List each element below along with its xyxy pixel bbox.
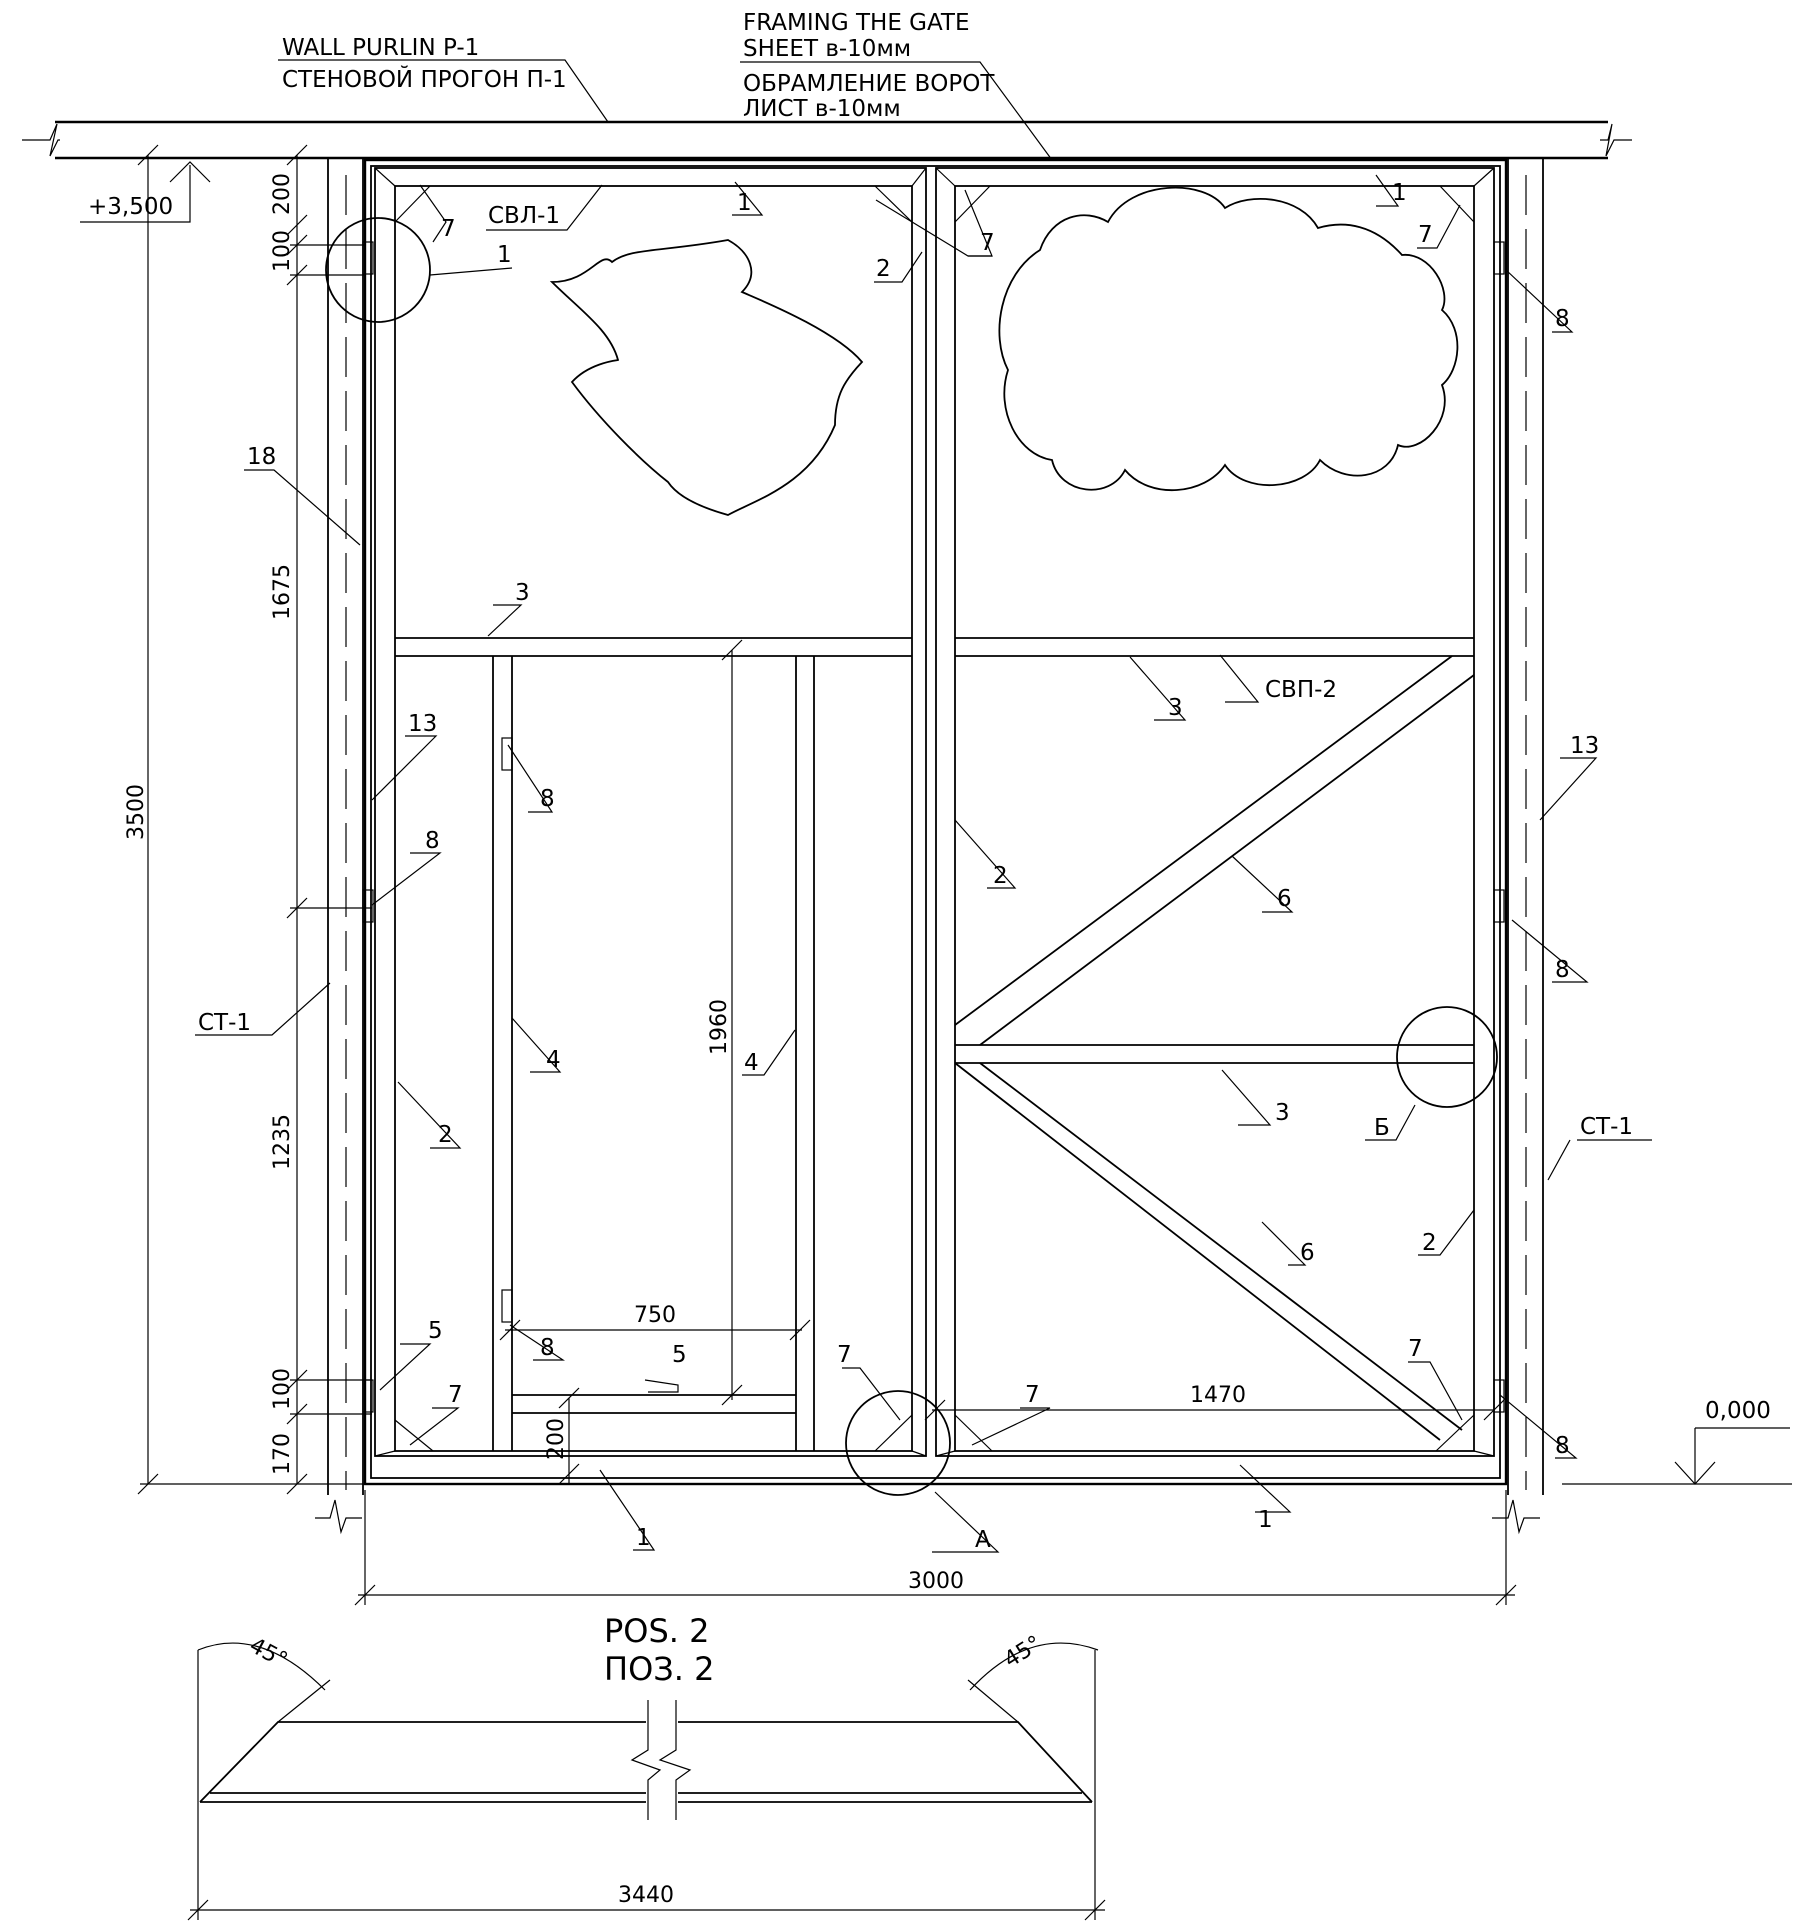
mark-1e: 1 xyxy=(1258,1507,1273,1533)
purlin-ru: СТЕНОВОЙ ПРОГОН П-1 xyxy=(282,65,567,93)
mark-4b: 4 xyxy=(744,1050,759,1076)
frame-en1: FRAMING THE GATE xyxy=(743,10,970,36)
level-top xyxy=(80,161,211,223)
dim-3440: 3440 xyxy=(618,1883,674,1908)
mark-1a: 1 xyxy=(737,190,752,216)
mark-a: А xyxy=(975,1527,991,1553)
mark-svp2: СВП-2 xyxy=(1265,677,1337,703)
mark-2d: 2 xyxy=(1422,1230,1437,1256)
mark-8b: 8 xyxy=(540,786,555,812)
mark-8f: 8 xyxy=(1555,1433,1570,1459)
purlin-en: WALL PURLIN P-1 xyxy=(282,35,479,61)
dim-1470: 1470 xyxy=(1190,1383,1246,1408)
mark-b: Б xyxy=(1374,1115,1390,1141)
dim-1675: 1675 xyxy=(270,564,295,620)
dim-170: 170 xyxy=(270,1433,295,1475)
mark-8c: 8 xyxy=(425,828,440,854)
mark-5b: 5 xyxy=(672,1342,687,1368)
mark-2c: 2 xyxy=(438,1122,453,1148)
plan-section xyxy=(187,1642,1106,1921)
mark-3b: 3 xyxy=(1168,695,1183,721)
level-bottom-label: 0,000 xyxy=(1705,1398,1771,1424)
mark-8d: 8 xyxy=(1555,957,1570,983)
column-right xyxy=(1492,158,1544,1535)
title-ru: ПОЗ. 2 xyxy=(604,1650,714,1688)
mark-2b: 2 xyxy=(993,863,1008,889)
frame-ru1: ОБРАМЛЕНИЕ ВОРОТ xyxy=(743,71,995,97)
mark-st1a: СТ-1 xyxy=(198,1010,251,1036)
mark-4a: 4 xyxy=(546,1047,561,1073)
level-top-label: +3,500 xyxy=(88,194,173,220)
title-en: POS. 2 xyxy=(604,1612,710,1650)
level-bottom xyxy=(1562,1427,1792,1485)
angle-left: 45° xyxy=(245,1633,291,1673)
dim-750: 750 xyxy=(634,1303,676,1328)
leaf-right xyxy=(935,167,1505,1457)
breakout-right xyxy=(998,186,1459,491)
mark-2a: 2 xyxy=(876,256,891,282)
mark-6a: 6 xyxy=(1277,886,1292,912)
mark-1d: 1 xyxy=(636,1525,651,1551)
mark-3c: 3 xyxy=(1275,1100,1290,1126)
mark-13b: 13 xyxy=(1570,733,1599,759)
mark-st1b: СТ-1 xyxy=(1580,1114,1633,1140)
dim-1235: 1235 xyxy=(270,1114,295,1170)
frame-ru2: ЛИСТ в-10мм xyxy=(743,96,901,122)
column-left xyxy=(315,158,364,1535)
frame-en2: SHEET в-10мм xyxy=(743,36,911,62)
mark-1b: 1 xyxy=(1392,180,1407,206)
leaf-left xyxy=(362,167,927,1457)
mark-7g: 7 xyxy=(1408,1336,1423,1362)
mark-7f: 7 xyxy=(1025,1382,1040,1408)
breakout-left xyxy=(549,239,864,516)
dim-1960: 1960 xyxy=(707,999,732,1055)
wall-purlin xyxy=(22,120,1632,160)
mark-7d: 7 xyxy=(448,1382,463,1408)
mark-5a: 5 xyxy=(428,1318,443,1344)
mark-svl1: СВЛ-1 xyxy=(488,203,560,229)
mark-13a: 13 xyxy=(408,711,437,737)
mark-8a: 8 xyxy=(1555,306,1570,332)
mark-7a: 7 xyxy=(441,216,456,242)
dim-100a: 100 xyxy=(270,230,295,272)
dim-100b: 100 xyxy=(270,1368,295,1410)
dim-3000: 3000 xyxy=(908,1569,964,1594)
mark-6b: 6 xyxy=(1300,1240,1315,1266)
mark-8e: 8 xyxy=(540,1335,555,1361)
mark-7c: 7 xyxy=(1418,222,1433,248)
dim-200-door: 200 xyxy=(544,1418,569,1460)
angle-right: 45° xyxy=(1000,1631,1046,1673)
dim-200: 200 xyxy=(270,173,295,215)
leaders xyxy=(195,59,1652,1553)
mark-7e: 7 xyxy=(837,1342,852,1368)
mark-7b: 7 xyxy=(980,230,995,256)
dimensions xyxy=(137,144,1517,1606)
mark-18: 18 xyxy=(247,444,276,470)
mark-1c: 1 xyxy=(497,242,512,268)
annotations: WALL PURLIN P-1 СТЕНОВОЙ ПРОГОН П-1 FRAM… xyxy=(88,10,1771,1908)
dim-3500: 3500 xyxy=(124,784,149,840)
mark-3a: 3 xyxy=(515,580,530,606)
